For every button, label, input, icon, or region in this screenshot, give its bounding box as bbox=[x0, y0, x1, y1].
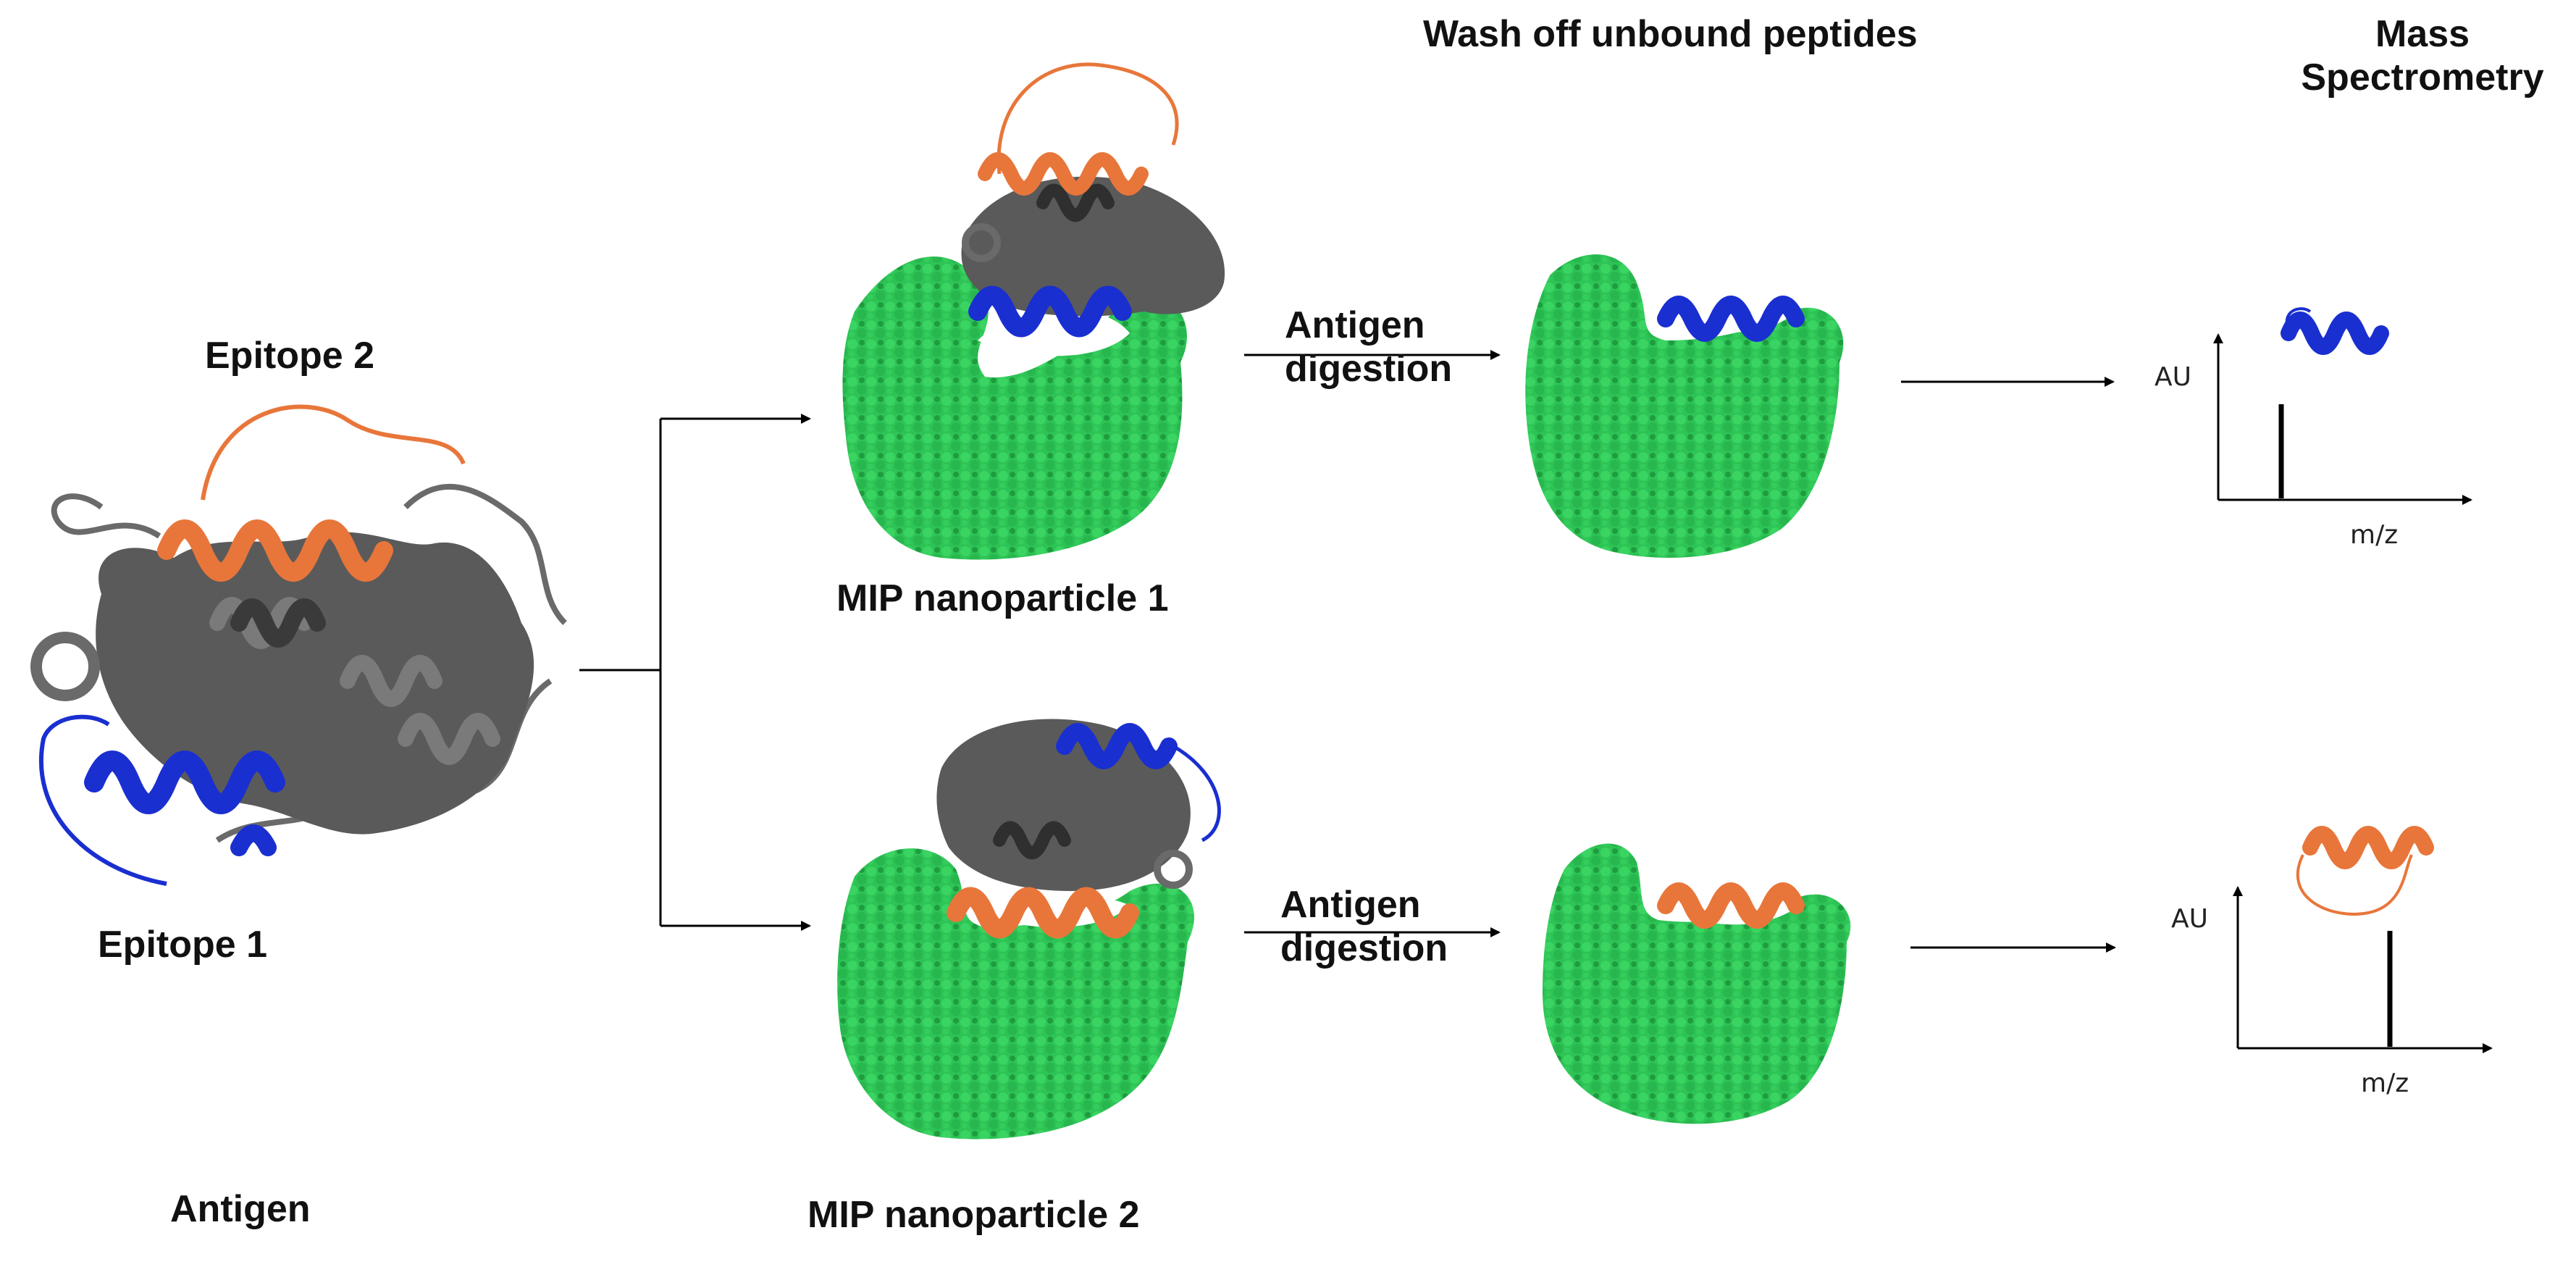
mip2-epitope2-helix bbox=[947, 887, 1139, 939]
mass-title-line1: Mass bbox=[2375, 13, 2470, 55]
mip2-polymer bbox=[837, 848, 1194, 1140]
epitope1-loop bbox=[38, 714, 167, 886]
digestion-bottom-line2: digestion bbox=[1280, 927, 1448, 969]
mip1-antigen-ring bbox=[962, 223, 1001, 262]
mip-nanoparticle-1 bbox=[842, 62, 1225, 560]
antigen-helix bbox=[340, 655, 442, 707]
mip1-label: MIP nanoparticle 1 bbox=[836, 577, 1169, 619]
epitope1-label: Epitope 1 bbox=[98, 924, 268, 966]
washed-mip2-polymer bbox=[1543, 843, 1851, 1124]
epitope2-loop bbox=[201, 404, 466, 501]
washed-mip-2 bbox=[1543, 843, 1851, 1124]
antigen-helix-dark bbox=[230, 598, 326, 648]
mip2-antigen-helix bbox=[993, 821, 1071, 860]
wash-off-title: Wash off unbound peptides bbox=[1423, 13, 1918, 55]
mip1-epitope2-helix bbox=[978, 152, 1149, 196]
ms-bottom-mz-label: m/z bbox=[2361, 1069, 2409, 1098]
mip-nanoparticle-2 bbox=[837, 719, 1221, 1140]
digestion-label-bottom: Antigen digestion bbox=[1280, 884, 1448, 971]
epitope2-label: Epitope 2 bbox=[205, 335, 375, 377]
digestion-top-line1: Antigen bbox=[1285, 304, 1425, 346]
antigen-loop bbox=[51, 493, 161, 539]
epitope2-helix bbox=[157, 519, 393, 582]
mip1-epitope1-helix bbox=[968, 285, 1132, 338]
ms-top-mz-label: m/z bbox=[2350, 520, 2399, 550]
ms-top-au-label: AU bbox=[2155, 362, 2191, 392]
epitope1-helix bbox=[84, 750, 285, 814]
washed-mip1-epitope1 bbox=[1657, 296, 1805, 342]
antigen-helix bbox=[398, 713, 500, 765]
mip2-epitope1-helix bbox=[1056, 723, 1178, 769]
ms-top-epitope1-loop bbox=[2285, 307, 2312, 330]
mass-title-line2: Spectrometry bbox=[2301, 56, 2544, 99]
mip2-label: MIP nanoparticle 2 bbox=[807, 1194, 1140, 1236]
ms-top-epitope1 bbox=[2281, 311, 2389, 355]
ms-bottom-au-label: AU bbox=[2171, 904, 2208, 934]
digestion-label-top: Antigen digestion bbox=[1285, 304, 1452, 391]
epitope1-helix-end bbox=[230, 824, 277, 856]
washed-mip2-epitope2 bbox=[1657, 882, 1805, 929]
mass-spectrum-bottom bbox=[2233, 886, 2493, 1053]
washed-mip-1 bbox=[1525, 254, 1844, 558]
mass-spectrometry-title: Mass Spectrometry bbox=[2281, 13, 2564, 100]
mip1-antigen-helix bbox=[1036, 183, 1115, 222]
antigen-body bbox=[96, 532, 534, 835]
ms-bottom-epitope2-loop bbox=[2296, 854, 2413, 916]
mass-spectrum-top bbox=[2213, 333, 2472, 505]
digestion-top-line2: digestion bbox=[1285, 347, 1453, 390]
antigen-label: Antigen bbox=[170, 1188, 311, 1230]
mip2-antigen bbox=[936, 719, 1191, 891]
antigen-ring bbox=[30, 632, 100, 701]
digestion-bottom-line1: Antigen bbox=[1280, 884, 1421, 926]
ms-bottom-epitope2 bbox=[2302, 826, 2434, 869]
mip2-epitope1-loop bbox=[1172, 744, 1221, 842]
antigen-helix bbox=[209, 597, 312, 649]
branch-arrows bbox=[579, 414, 811, 931]
mip1-antigen bbox=[961, 176, 1225, 317]
antigen-loop bbox=[403, 483, 567, 625]
antigen-structure bbox=[30, 404, 567, 886]
mip2-antigen-ring bbox=[1154, 850, 1193, 889]
mip1-epitope2-loop bbox=[997, 62, 1179, 175]
